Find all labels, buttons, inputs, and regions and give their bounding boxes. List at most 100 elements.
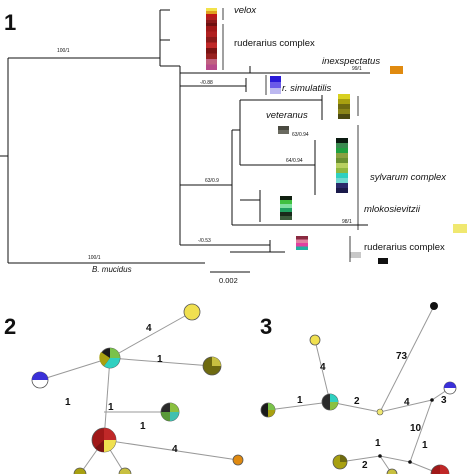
support-r-simulatilis: -/0.88: [200, 80, 213, 86]
haplotype-swatch: [336, 178, 348, 183]
edge-label: 1: [65, 397, 71, 408]
haplotype-pie-node: [91, 427, 117, 453]
haplotype-swatch: [296, 236, 308, 240]
edge-label: 1: [422, 440, 428, 451]
swatch-inexspectatus: [390, 66, 403, 74]
support-mlokosievitzii: 98/1: [342, 219, 352, 225]
haplotype-node: [309, 334, 321, 346]
haplotype-pie-node: [332, 454, 348, 470]
edge-label: 4: [146, 323, 152, 334]
clade-label-r-simulatilis: r. simulatilis: [282, 83, 332, 94]
edge-label: 4: [172, 444, 178, 455]
haplotype-pie-node: [202, 356, 222, 376]
network-2-edges: [39, 311, 239, 474]
edge-label: 1: [157, 354, 163, 365]
clade-brackets: [222, 8, 359, 262]
median-vector: [430, 398, 434, 402]
haplotype-swatch: [270, 76, 281, 82]
haplotype-swatch: [336, 158, 348, 163]
haplotype-swatch: [336, 188, 348, 193]
haplotype-swatch: [206, 8, 217, 11]
support-ruderarius-2: -/0.53: [198, 238, 211, 244]
haplotype-swatch: [270, 82, 281, 88]
support-veteranus: 63/0.94: [292, 132, 309, 138]
haplotype-swatch: [206, 11, 217, 14]
haplotype-node: [386, 468, 398, 474]
clade-label-inexspectatus: inexspectatus: [322, 56, 380, 67]
haplotype-swatch: [206, 37, 217, 43]
haplotype-swatch: [336, 148, 348, 153]
haplotype-network-3: 3 4 73 1 2 4 3 10 1 1 2: [260, 302, 457, 474]
haplotype-swatch: [280, 216, 292, 220]
haplotype-swatch: [336, 153, 348, 158]
haplotype-swatch: [296, 243, 308, 247]
haplotype-swatch: [336, 143, 348, 148]
haplotype-pie-node: [99, 347, 121, 369]
edge-label: 1: [375, 438, 381, 449]
haplotype-swatch: [206, 42, 217, 48]
haplotype-swatch: [338, 104, 350, 109]
clade-label-ruderarius-1: ruderarius complex: [234, 38, 315, 49]
edge-label: 2: [354, 396, 360, 407]
swatch-mlokosievitzii: [453, 224, 467, 233]
median-vector: [408, 460, 412, 464]
phylogenetic-tree: 1: [0, 5, 467, 285]
edge-label: 1: [297, 395, 303, 406]
haplotype-swatch: [378, 258, 388, 264]
haplotype-swatch: [280, 200, 292, 204]
edge-label: 4: [404, 397, 410, 408]
haplotype-swatch: [206, 64, 217, 70]
support-root: 100/1: [57, 48, 70, 54]
edge-label: 1: [140, 421, 146, 432]
panel-number-2: 2: [4, 314, 16, 339]
haplotype-swatch: [336, 163, 348, 168]
median-vector: [378, 454, 382, 458]
swatch-column-velox: [206, 8, 217, 26]
scale-bar-label: 0.002: [219, 276, 238, 285]
haplotype-pie-node: [443, 381, 457, 395]
edge-label: 3: [441, 395, 447, 406]
haplotype-swatch: [338, 114, 350, 119]
haplotype-node: [183, 303, 201, 321]
swatch-column-mucidus: [350, 252, 388, 264]
haplotype-swatch: [280, 204, 292, 208]
clade-label-ruderarius-2: ruderarius complex: [364, 242, 445, 253]
support-sylvarum: 64/0.94: [286, 158, 303, 164]
haplotype-swatch: [280, 196, 292, 200]
haplotype-node: [232, 454, 244, 466]
outgroup-label: B. mucidus: [92, 265, 132, 274]
haplotype-swatch: [206, 59, 217, 65]
swatch-column-sylvarum-low: [280, 196, 292, 220]
haplotype-swatch: [206, 23, 217, 26]
haplotype-swatch: [350, 252, 361, 258]
clade-label-velox: velox: [234, 5, 257, 16]
haplotype-node: [118, 467, 132, 474]
haplotype-swatch: [278, 126, 289, 130]
swatch-column-ruderarius-1: [206, 26, 217, 70]
swatch-column-ruderarius-2: [296, 236, 308, 250]
haplotype-swatch: [278, 130, 289, 134]
haplotype-swatch: [336, 138, 348, 143]
support-inexspectatus: 99/1: [352, 66, 362, 72]
haplotype-swatch: [336, 173, 348, 178]
edge-label: 2: [362, 460, 368, 471]
edge-label: 4: [320, 362, 326, 373]
haplotype-pie-node: [321, 393, 339, 411]
haplotype-swatch: [270, 88, 281, 94]
edge-label: 10: [410, 423, 422, 434]
haplotype-swatch: [206, 17, 217, 20]
haplotype-swatch: [280, 212, 292, 216]
haplotype-swatch: [206, 26, 217, 32]
haplotype-pie-node: [260, 402, 276, 418]
haplotype-node: [430, 302, 438, 310]
haplotype-swatch: [206, 20, 217, 23]
haplotype-swatch: [206, 31, 217, 37]
haplotype-swatch: [280, 208, 292, 212]
edge-label: 1: [108, 402, 114, 413]
support-big-clade: 63/0.9: [205, 178, 219, 184]
haplotype-swatch: [338, 109, 350, 114]
haplotype-swatch: [336, 183, 348, 188]
panel-number-1: 1: [4, 10, 16, 35]
swatch-column-sylvarum: [336, 138, 348, 193]
